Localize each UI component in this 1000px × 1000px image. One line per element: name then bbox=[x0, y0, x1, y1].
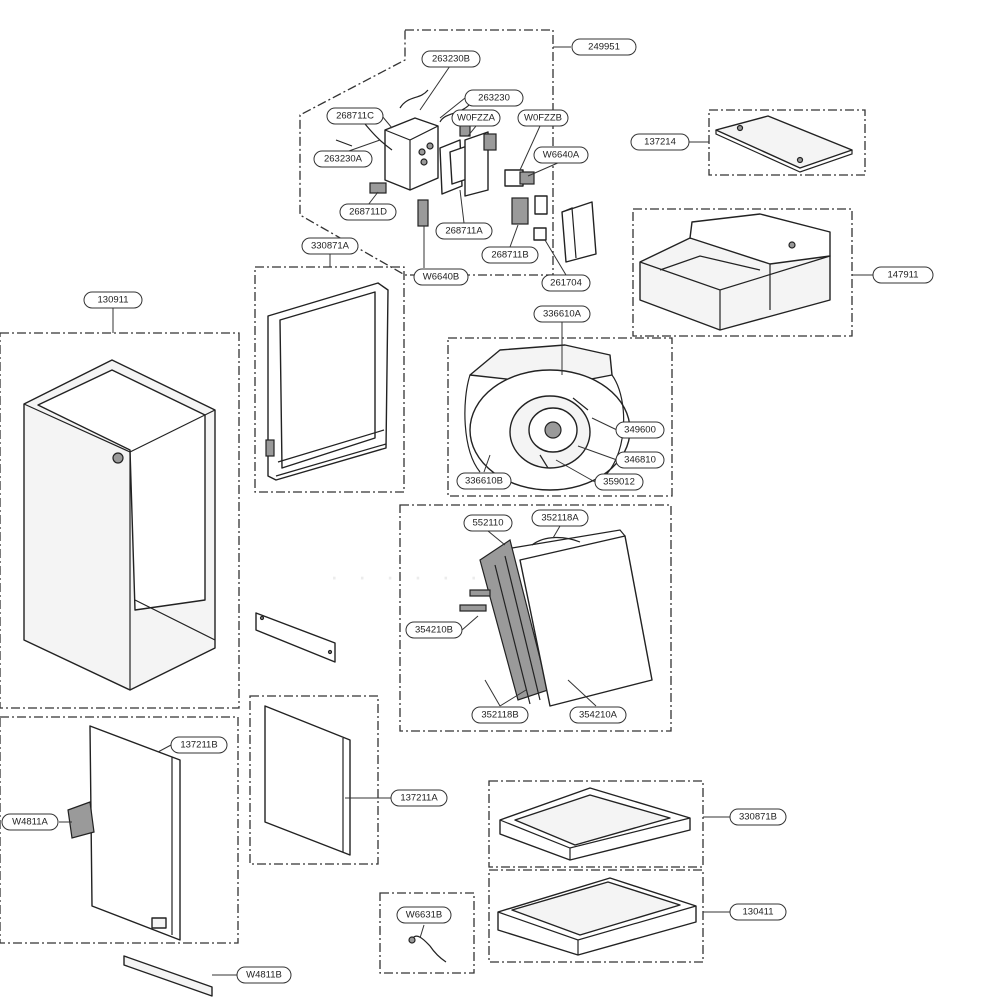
part-label-137211A: 137211A bbox=[390, 789, 448, 807]
frame-front-panel bbox=[0, 716, 239, 944]
top-cover-part bbox=[715, 115, 853, 173]
part-label-263230B-text: 263230B bbox=[432, 54, 470, 65]
part-label-359012-text: 359012 bbox=[603, 477, 635, 488]
part-label-W4811B: W4811B bbox=[236, 966, 292, 984]
door-frame-part bbox=[265, 282, 389, 481]
coil-part bbox=[459, 529, 653, 707]
part-label-261704-text: 261704 bbox=[550, 278, 582, 289]
part-label-W6640A: W6640A bbox=[533, 146, 589, 164]
bottom-strip-part bbox=[123, 955, 213, 997]
part-label-552110: 552110 bbox=[463, 514, 513, 532]
frame-harness bbox=[379, 892, 475, 974]
part-label-147911: 147911 bbox=[872, 266, 934, 284]
part-label-354210A: 354210A bbox=[569, 706, 627, 724]
part-label-249951-text: 249951 bbox=[588, 42, 620, 53]
part-label-346810-text: 346810 bbox=[624, 455, 656, 466]
part-label-354210A-text: 354210A bbox=[579, 710, 618, 721]
bracket-part bbox=[255, 612, 336, 663]
part-label-268711B-text: 268711B bbox=[491, 250, 528, 261]
part-label-W6640B: W6640B bbox=[413, 268, 469, 286]
upper-panel-part bbox=[264, 705, 351, 856]
part-label-W0FZZB-text: W0FZZB bbox=[524, 113, 562, 124]
part-label-352118A: 352118A bbox=[531, 509, 589, 527]
wire-harness-part bbox=[408, 935, 447, 963]
frame-drain-pan bbox=[488, 869, 704, 963]
part-label-268711A: 268711A bbox=[435, 222, 493, 240]
leader-lines bbox=[59, 46, 873, 976]
part-label-130411-text: 130411 bbox=[743, 907, 774, 918]
part-label-352118A-text: 352118A bbox=[541, 513, 579, 524]
part-label-263230B: 263230B bbox=[421, 50, 481, 68]
part-label-268711A-text: 268711A bbox=[445, 226, 483, 237]
frame-coil bbox=[399, 504, 672, 732]
part-label-359012: 359012 bbox=[594, 473, 644, 491]
part-label-W0FZZA: W0FZZA bbox=[451, 109, 501, 127]
part-label-261704: 261704 bbox=[541, 274, 591, 292]
part-label-268711D: 268711D bbox=[339, 203, 397, 221]
part-label-268711D-text: 268711D bbox=[349, 207, 387, 218]
part-label-552110-text: 552110 bbox=[473, 518, 504, 529]
part-label-268711B: 268711B bbox=[481, 246, 539, 264]
part-label-330871A: 330871A bbox=[301, 237, 359, 255]
part-label-336610A-text: 336610A bbox=[543, 309, 582, 320]
part-label-354210B: 354210B bbox=[405, 621, 463, 639]
part-label-137211B-text: 137211B bbox=[180, 740, 217, 751]
part-label-W4811A-text: W4811A bbox=[12, 817, 48, 828]
control-box-parts bbox=[335, 89, 597, 263]
part-label-330871A-text: 330871A bbox=[311, 241, 350, 252]
part-label-W6640B-text: W6640B bbox=[423, 272, 459, 283]
part-label-W4811A: W4811A bbox=[1, 813, 59, 831]
part-label-352118B-text: 352118B bbox=[481, 710, 518, 721]
part-label-330871B: 330871B bbox=[729, 808, 787, 826]
part-label-W6631B: W6631B bbox=[396, 906, 452, 924]
part-label-W6631B-text: W6631B bbox=[406, 910, 442, 921]
part-label-137214: 137214 bbox=[630, 133, 690, 151]
part-label-263230A-text: 263230A bbox=[324, 154, 363, 165]
part-label-336610B: 336610B bbox=[456, 472, 512, 490]
part-label-263230: 263230 bbox=[464, 89, 524, 107]
part-label-336610B-text: 336610B bbox=[465, 476, 503, 487]
drain-pan-part bbox=[497, 877, 697, 956]
part-label-249951: 249951 bbox=[571, 38, 637, 56]
part-label-W0FZZB: W0FZZB bbox=[517, 109, 569, 127]
part-label-349600: 349600 bbox=[615, 421, 665, 439]
part-label-268711C: 268711C bbox=[326, 107, 384, 125]
frame-blower bbox=[447, 337, 673, 497]
part-label-130411: 130411 bbox=[729, 903, 787, 921]
frame-upper-panel bbox=[249, 695, 379, 865]
blower-part bbox=[464, 344, 631, 491]
part-label-W0FZZA-text: W0FZZA bbox=[457, 113, 496, 124]
frame-filter-rack bbox=[488, 780, 704, 868]
frame-blower-deck bbox=[632, 208, 853, 337]
part-label-349600-text: 349600 bbox=[624, 425, 656, 436]
part-label-137211B: 137211B bbox=[170, 736, 228, 754]
blower-deck-part bbox=[639, 213, 831, 331]
part-label-137211A-text: 137211A bbox=[400, 793, 438, 804]
part-label-130911-text: 130911 bbox=[98, 295, 129, 306]
part-label-263230A: 263230A bbox=[313, 150, 373, 168]
frame-cabinet bbox=[0, 332, 240, 709]
part-label-330871B-text: 330871B bbox=[739, 812, 777, 823]
part-label-137214-text: 137214 bbox=[644, 137, 676, 148]
part-label-W4811B-text: W4811B bbox=[246, 970, 282, 981]
part-label-336610A: 336610A bbox=[533, 305, 591, 323]
part-label-268711C-text: 268711C bbox=[336, 111, 374, 122]
cabinet-part bbox=[23, 359, 216, 691]
front-panel-part bbox=[67, 725, 181, 941]
part-label-263230-text: 263230 bbox=[478, 93, 510, 104]
filter-rack-part bbox=[499, 787, 691, 861]
part-label-346810: 346810 bbox=[615, 451, 665, 469]
part-label-352118B: 352118B bbox=[471, 706, 529, 724]
part-label-147911-text: 147911 bbox=[888, 270, 919, 281]
part-label-354210B-text: 354210B bbox=[415, 625, 453, 636]
part-label-130911: 130911 bbox=[83, 291, 143, 309]
part-label-W6640A-text: W6640A bbox=[543, 150, 580, 161]
